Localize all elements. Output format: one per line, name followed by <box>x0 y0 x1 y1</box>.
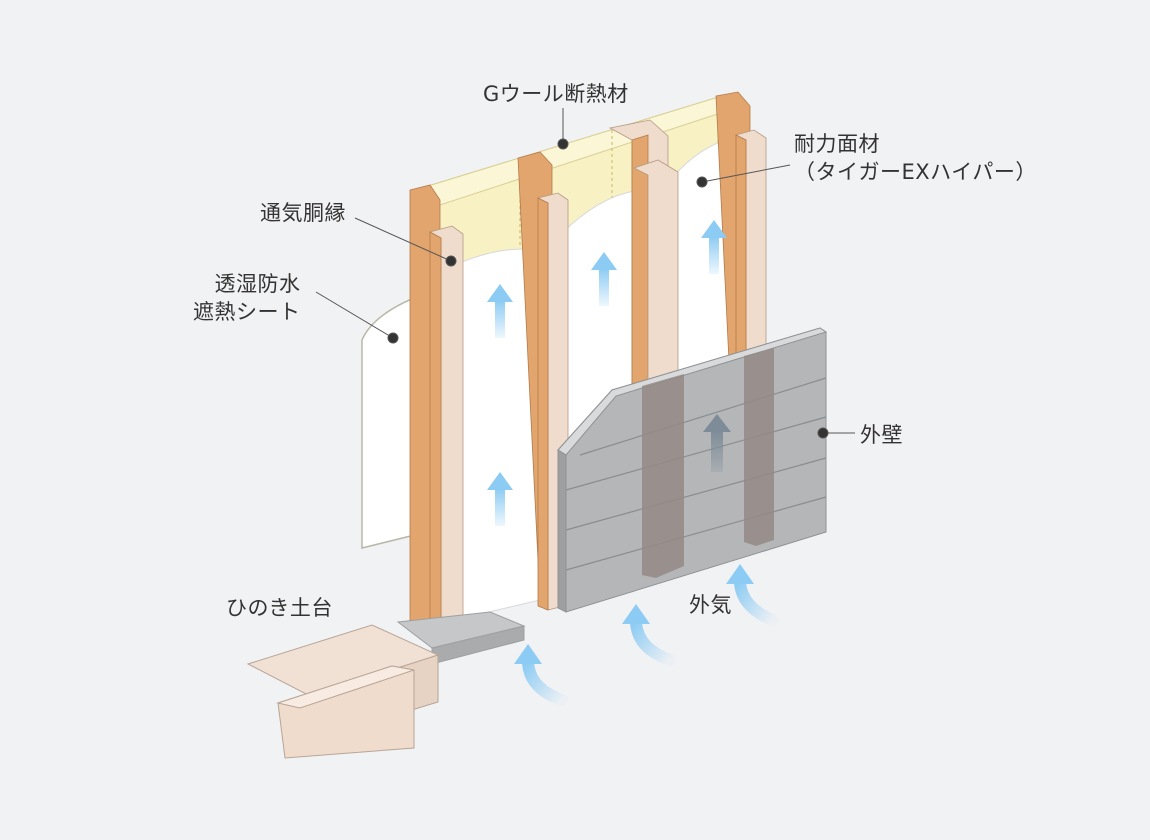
label-breathable-sheet: 透湿防水 遮熱シート <box>193 270 301 327</box>
hinoki-sill <box>246 624 440 759</box>
outside-air-arrows <box>514 564 778 706</box>
label-panel-line1: 耐力面材 <box>794 132 880 156</box>
label-insulation: Gウール断熱材 <box>483 82 629 106</box>
callout-leaders <box>315 108 855 439</box>
label-outside-air: 外気 <box>689 593 732 617</box>
label-exterior-wall: 外壁 <box>860 423 903 447</box>
label-sheet-line2: 遮熱シート <box>193 300 301 325</box>
exterior-wall <box>557 327 828 613</box>
label-furring: 通気胴縁 <box>260 201 346 225</box>
cavity-airflow-arrows <box>487 220 727 526</box>
label-structural-panel: 耐力面材 （タイガーEXハイパー） <box>794 130 1037 187</box>
label-sill: ひのき土台 <box>226 596 333 620</box>
label-sheet-line1: 透湿防水 <box>214 272 301 296</box>
label-panel-line2: （タイガーEXハイパー） <box>794 160 1037 185</box>
